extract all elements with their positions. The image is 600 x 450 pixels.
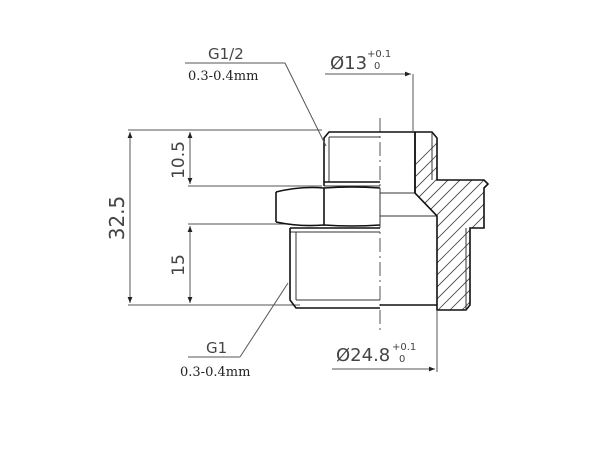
bottom-thread-tolerance: 0.3-0.4mm	[180, 365, 250, 380]
dia-24-8-value: 24.8	[350, 345, 390, 366]
dia-13-lower: 0	[374, 61, 380, 72]
svg-text:Ø13: Ø13	[330, 53, 367, 74]
section-hatched	[414, 131, 490, 311]
callout-bottom-thread: G1 0.3-0.4mm	[180, 282, 289, 380]
dia-13-symbol: Ø	[330, 53, 344, 74]
callout-top-thread: G1/2 0.3-0.4mm	[185, 45, 327, 147]
dia-24-8-symbol: Ø	[336, 345, 350, 366]
top-thread-name: G1/2	[208, 45, 244, 63]
dimension-diameter-24-8: Ø24.8 +0.1 0	[332, 310, 438, 372]
bottom-thread-length-label: 15	[169, 254, 189, 276]
hex-nut	[275, 186, 437, 227]
dimension-diameter-13: Ø13 +0.1 0	[325, 49, 414, 132]
lower-thread-body	[289, 227, 437, 309]
dia-24-8-lower: 0	[399, 354, 405, 365]
bottom-thread-name: G1	[206, 339, 227, 357]
upper-thread-body	[323, 131, 416, 193]
overall-height-label: 32.5	[105, 196, 129, 241]
dia-13-value: 13	[344, 53, 367, 74]
dimension-top-thread-length: 10.5	[169, 132, 322, 187]
dimension-bottom-thread-length: 15	[169, 223, 290, 303]
dia-13-upper: +0.1	[367, 49, 391, 60]
dia-24-8-upper: +0.1	[392, 342, 416, 353]
dimension-overall-height: 32.5	[105, 129, 322, 306]
top-thread-length-label: 10.5	[169, 141, 189, 179]
top-thread-tolerance: 0.3-0.4mm	[188, 69, 258, 84]
svg-text:Ø24.8: Ø24.8	[336, 345, 390, 366]
